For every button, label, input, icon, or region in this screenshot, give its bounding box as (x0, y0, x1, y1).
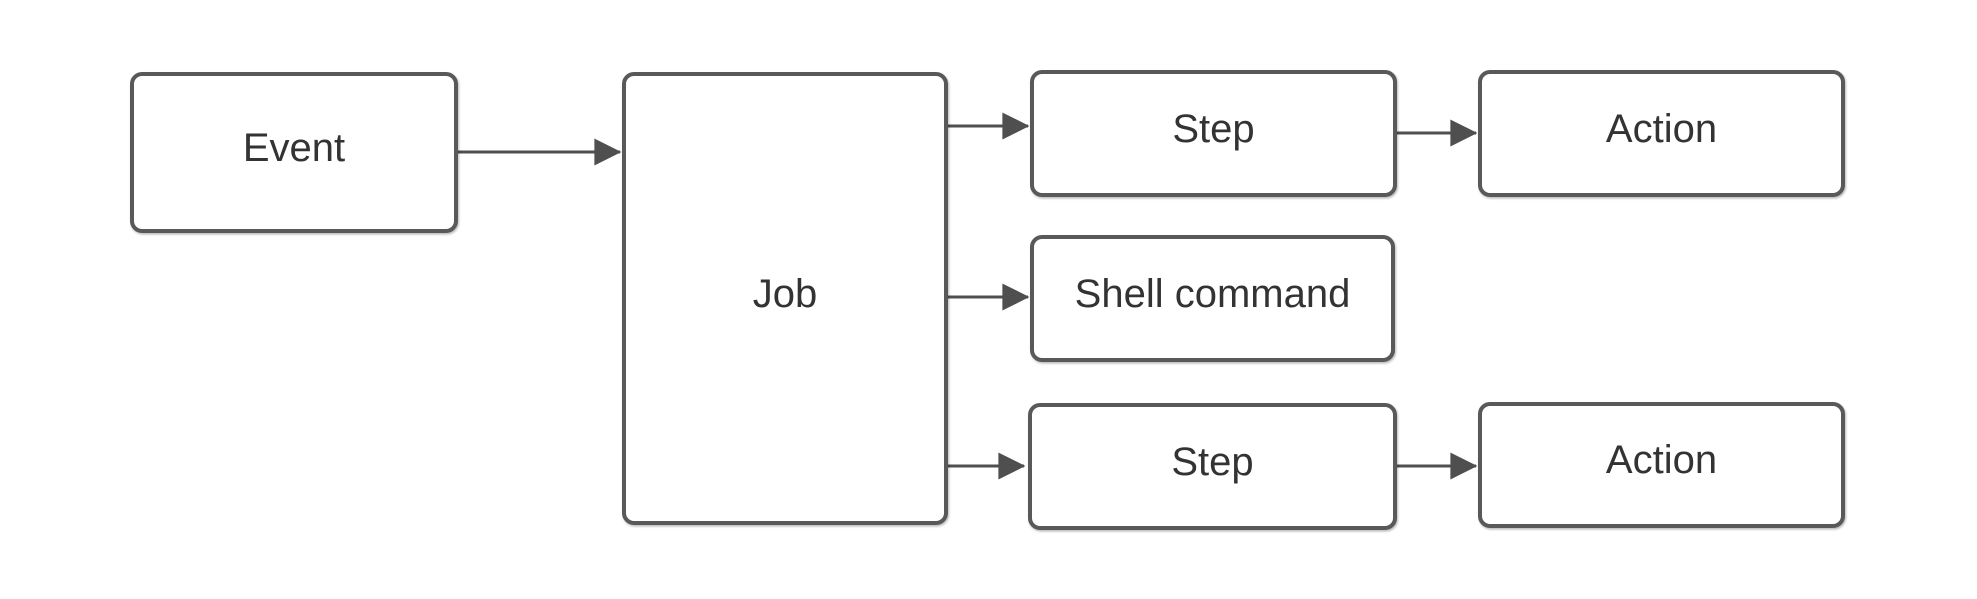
node-step-top: Step (1030, 70, 1397, 197)
node-shell-command: Shell command (1030, 235, 1395, 362)
node-job: Job (622, 72, 948, 525)
node-job-label: Job (752, 271, 818, 316)
node-action-bottom: Action (1478, 402, 1845, 528)
node-action-top-label: Action (1605, 106, 1718, 151)
node-action-bottom-label: Action (1605, 438, 1718, 482)
node-step-bottom-label: Step (1171, 439, 1254, 484)
node-step-bottom: Step (1028, 403, 1397, 530)
node-step-top-label: Step (1172, 106, 1255, 151)
node-event-label: Event (242, 125, 346, 170)
node-shell-command-label: Shell command (1074, 271, 1351, 316)
node-action-top: Action (1478, 70, 1845, 197)
node-event: Event (130, 72, 458, 233)
